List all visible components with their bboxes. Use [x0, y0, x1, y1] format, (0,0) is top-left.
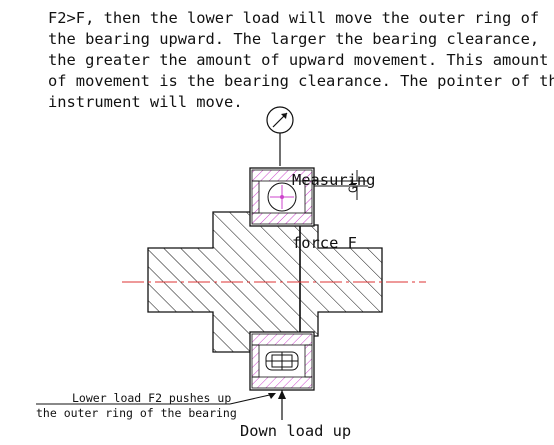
description-line-3: the greater the amount of upward movemen…: [48, 51, 549, 69]
description-line-1: F2>F, then the lower load will move the …: [48, 9, 540, 27]
measuring-force-label-line-1: Measuring: [292, 171, 376, 189]
lower-load-label-line-2: the outer ring of the bearing: [36, 406, 237, 420]
clearance-marker: [314, 170, 368, 200]
load-arrow: [278, 390, 286, 420]
clearance-gr-label: Gr: [346, 179, 360, 193]
dial-gauge-icon: [266, 106, 294, 166]
description-line-2: the bearing upward. The larger the beari…: [48, 30, 540, 48]
down-load-label: Down load up: [240, 422, 352, 440]
lower-bearing: [249, 331, 315, 391]
lower-load-leader: [36, 393, 276, 405]
description-paragraph: F2>F, then the lower load will move the …: [48, 8, 554, 113]
measuring-force-label: Measuring force F: [292, 128, 375, 275]
lower-load-label-line-1: Lower load F2 pushes up: [72, 391, 232, 405]
measuring-force-label-line-2: force F: [292, 234, 357, 252]
description-line-4: of movement is the bearing clearance. Th…: [48, 72, 554, 90]
upper-bearing: [249, 167, 315, 227]
description-line-5: instrument will move.: [48, 93, 243, 111]
